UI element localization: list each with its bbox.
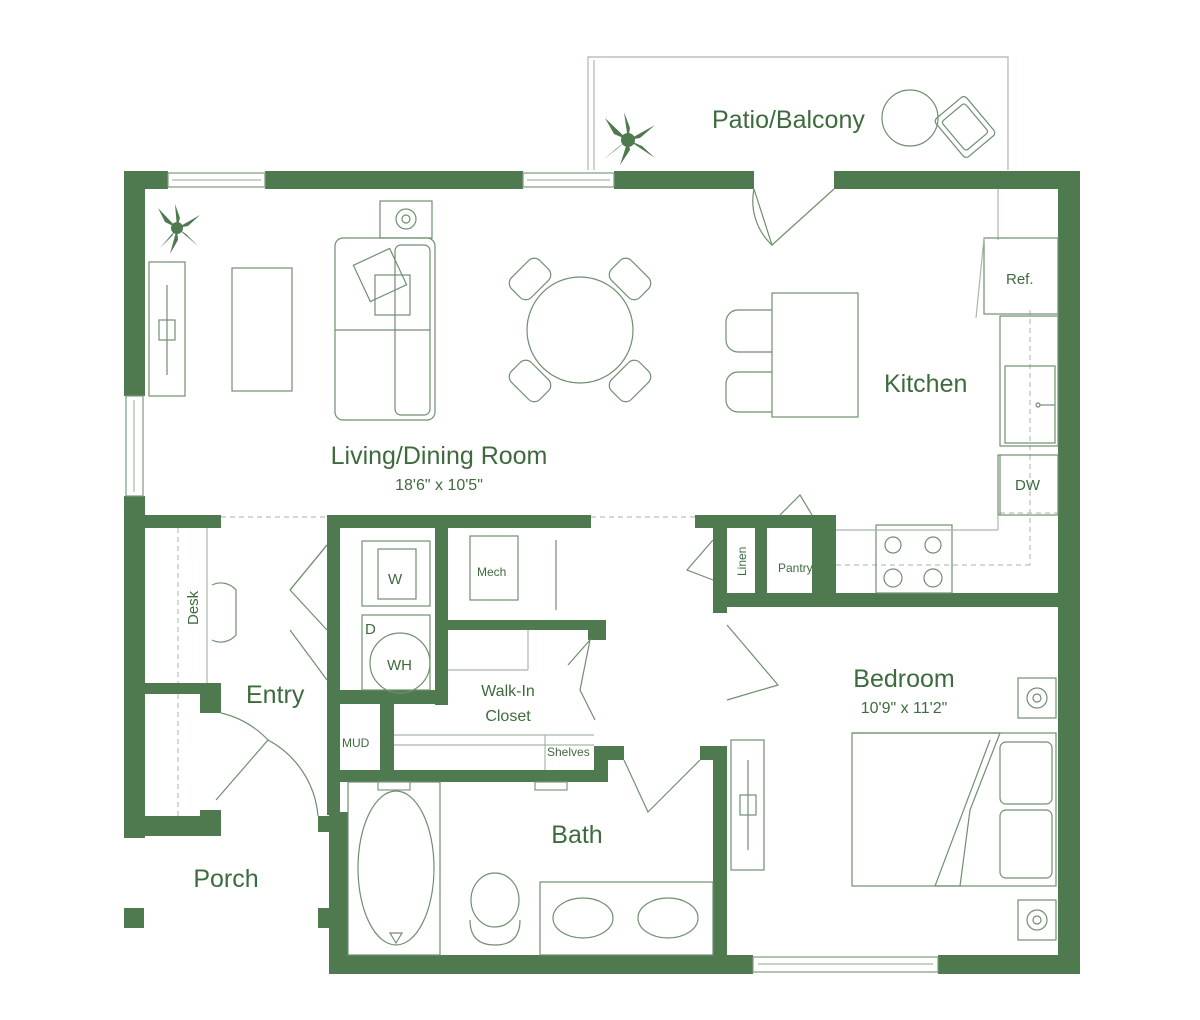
mud-label: MUD: [342, 736, 370, 750]
plant-icon: [158, 112, 655, 254]
porch-label: Porch: [193, 865, 258, 893]
dw-label: DW: [1015, 477, 1041, 494]
bath-fixtures: [347, 781, 714, 956]
living-furniture: [148, 200, 652, 421]
dryer-label: D: [365, 621, 376, 638]
walkin-label-line2: Closet: [485, 708, 531, 725]
exterior-walls: [124, 171, 1080, 974]
ref-label: Ref.: [1006, 271, 1034, 288]
dashed-lines: [177, 310, 1058, 816]
pantry-label: Pantry: [778, 561, 813, 575]
mech-label: Mech: [477, 565, 506, 579]
patio-area: [587, 56, 1009, 170]
interior-walls: [145, 515, 1080, 974]
bedroom-dimensions: 10'9" x 11'2": [861, 700, 948, 717]
doors: [215, 188, 835, 817]
fixture-labels: Ref. DW Linen Pantry Mech W D WH Desk MU…: [185, 271, 1041, 759]
linen-label: Linen: [735, 547, 749, 576]
kitchen-fixtures: [725, 189, 1059, 594]
windows: [125, 172, 939, 973]
laundry-fixtures: [361, 535, 529, 694]
water-heater-label: WH: [387, 657, 412, 674]
living-dimensions: 18'6" x 10'5": [395, 477, 483, 494]
living-label: Living/Dining Room: [331, 442, 548, 470]
entry-label: Entry: [246, 681, 305, 709]
bath-label: Bath: [551, 821, 602, 849]
entry-desk: [206, 528, 237, 683]
room-labels: Patio/Balcony Living/Dining Room 18'6" x…: [193, 106, 967, 893]
desk-label: Desk: [185, 590, 202, 625]
bedroom-furniture: [730, 677, 1057, 941]
kitchen-label: Kitchen: [884, 370, 967, 398]
shelves-label: Shelves: [547, 745, 590, 759]
bedroom-label: Bedroom: [853, 665, 954, 693]
washer-label: W: [388, 571, 403, 588]
closet-shelves: [394, 734, 594, 770]
walkin-label-line1: Walk-In: [481, 683, 535, 700]
patio-furniture: [881, 89, 996, 158]
patio-label: Patio/Balcony: [712, 106, 865, 134]
